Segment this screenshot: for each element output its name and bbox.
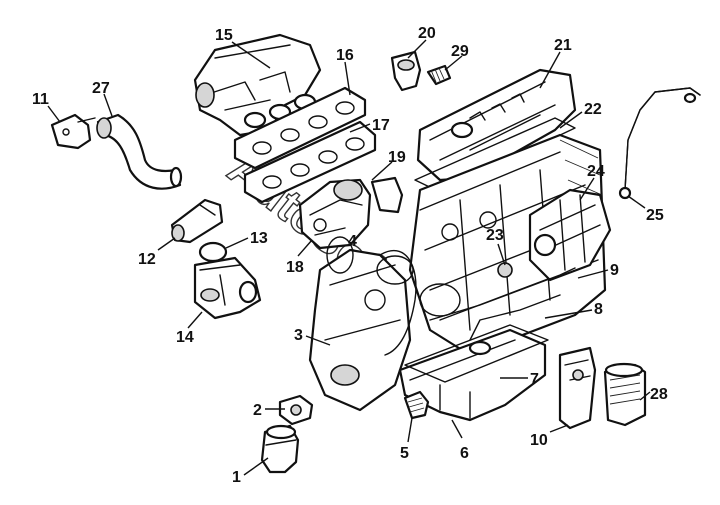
callout-15: 15 <box>215 27 233 44</box>
callout-12: 12 <box>138 251 156 268</box>
oil-pan-gasket <box>404 324 549 383</box>
timing-belt <box>326 236 461 356</box>
callout-28: 28 <box>650 386 668 403</box>
callout-16: 16 <box>336 47 354 64</box>
oil-pressure-sensor <box>403 390 430 420</box>
manifold-gasket-upper <box>233 86 367 170</box>
callout-21: 21 <box>554 37 572 54</box>
callouts: 1 2 3 4 5 6 7 8 9 10 11 12 13 14 15 16 1… <box>32 25 668 486</box>
callout-4: 4 <box>348 233 357 250</box>
callout-13: 13 <box>250 230 268 247</box>
engine-block <box>408 133 607 357</box>
callout-3: 3 <box>294 327 303 344</box>
water-outlet <box>170 198 224 244</box>
injection-pump <box>528 188 612 282</box>
callout-5: 5 <box>400 445 409 462</box>
callout-10: 10 <box>530 432 548 449</box>
oil-filter <box>260 424 300 474</box>
coolant-hose <box>96 113 183 190</box>
callout-1: 1 <box>232 469 241 486</box>
oil-pickup <box>468 294 561 356</box>
callout-2: 2 <box>253 402 262 419</box>
manifold-gasket-lower <box>243 120 377 204</box>
callout-19: 19 <box>388 149 406 166</box>
callout-8: 8 <box>594 301 603 318</box>
thermostat-housing <box>50 113 96 150</box>
intake-manifold <box>193 33 322 137</box>
callout-24: 24 <box>587 163 605 180</box>
fuel-filter-cartridge <box>603 362 647 427</box>
callout-11: 11 <box>32 91 49 108</box>
temp-sensor <box>426 64 452 86</box>
callout-9: 9 <box>610 262 619 279</box>
throttle-body <box>298 176 404 250</box>
fuel-pipe <box>618 87 701 200</box>
egr-valve <box>390 50 422 92</box>
dipstick <box>429 267 576 321</box>
oil-filter-adapter <box>278 394 314 426</box>
callout-27: 27 <box>92 80 110 97</box>
valve-cover <box>416 68 577 182</box>
water-pump <box>193 241 262 320</box>
timing-cover <box>308 248 412 412</box>
callout-20: 20 <box>418 25 436 42</box>
callout-23: 23 <box>486 227 504 244</box>
callout-18: 18 <box>286 259 304 276</box>
callout-29: 29 <box>451 43 469 60</box>
callout-6: 6 <box>460 445 469 462</box>
callout-22: 22 <box>584 101 602 118</box>
callout-14: 14 <box>176 329 194 346</box>
callout-7: 7 <box>530 371 539 388</box>
fuel-filter <box>558 346 597 430</box>
callout-17: 17 <box>372 117 390 134</box>
callout-25: 25 <box>646 207 664 224</box>
